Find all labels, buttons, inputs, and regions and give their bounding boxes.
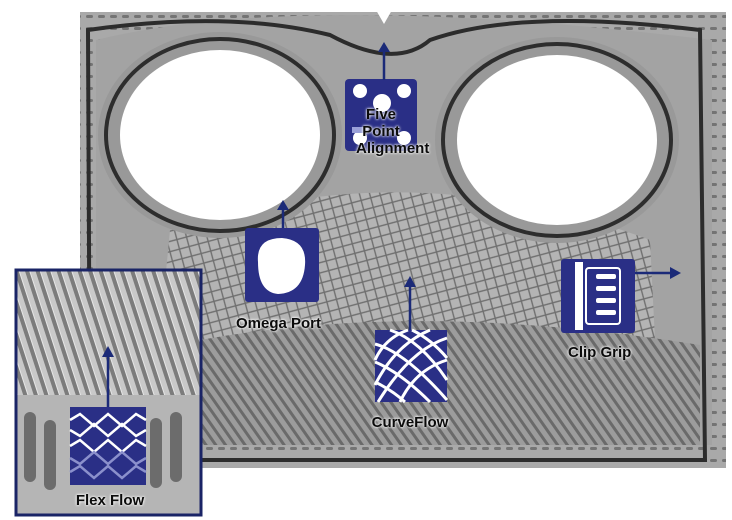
omega-port-label: Omega Port: [236, 315, 322, 332]
five-dot-alignment-icon: [345, 79, 417, 151]
clip-grip-label: Clip Grip: [568, 344, 632, 361]
flex-flow-icon: [69, 407, 147, 485]
clip-grip-arrow: [635, 267, 681, 279]
left-port: [98, 32, 342, 238]
five-point-alignment-label: Five Point Alignment: [356, 106, 430, 157]
flex-flow-label: Flex Flow: [75, 492, 145, 509]
alignment-arrow: [378, 42, 390, 80]
gasket: [85, 19, 708, 462]
top-notch: [376, 10, 392, 24]
curveflow-icon: [373, 328, 449, 404]
curveflow-arrow: [404, 276, 416, 330]
flex-flow-arrow: [102, 346, 114, 407]
curveflow-label: CurveFlow: [371, 414, 449, 431]
omega-arrow: [277, 200, 289, 228]
clip-grip-icon: [561, 259, 635, 333]
right-port: [435, 37, 679, 243]
omega-port-icon: [245, 228, 319, 302]
